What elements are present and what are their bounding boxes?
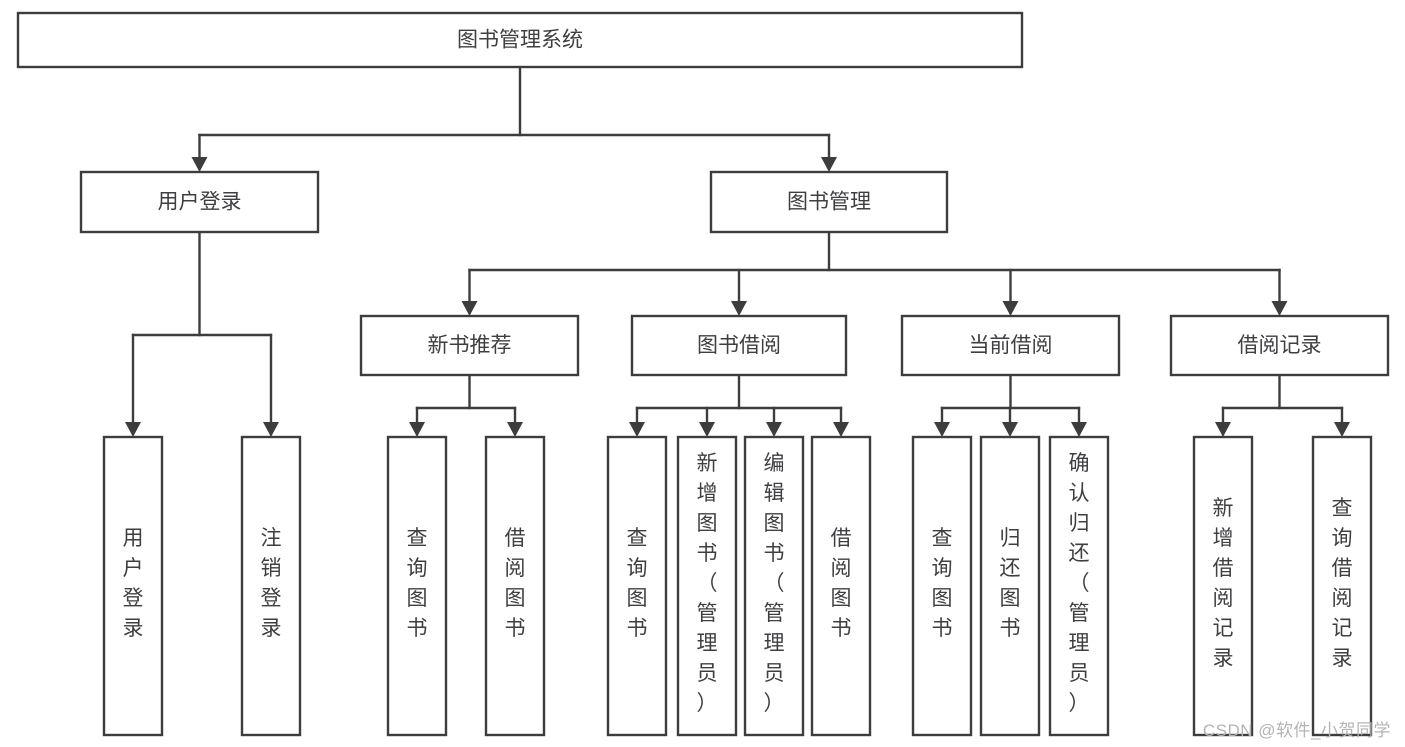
leaf-node-label: 查询图书 xyxy=(627,527,648,640)
leaf-node-label: 新增图书（管理员） xyxy=(697,452,718,715)
leaf-node-box[interactable] xyxy=(743,435,805,737)
leaf-node-box[interactable] xyxy=(810,435,872,737)
leaf-node-box[interactable] xyxy=(1192,435,1254,737)
leaf-node-label: 注销登录 xyxy=(261,527,282,640)
leaf-arrow-4-1-head xyxy=(1334,422,1350,437)
leaf-arrow-2-0-head xyxy=(629,422,645,437)
leaf-node-label: 确认归还（管理员） xyxy=(1069,452,1090,715)
node-layer: 图书管理系统用户登录图书管理新书推荐图书借阅当前借阅借阅记录用户登录注销登录查询… xyxy=(16,11,1390,737)
leaf-node-box[interactable] xyxy=(1311,435,1373,737)
level1-arrow-0-head xyxy=(191,157,208,172)
level2-arrow-0-head xyxy=(461,301,478,316)
leaf-node-6[interactable]: 编辑图书（管理员） xyxy=(743,435,805,737)
level2-node-0[interactable]: 新书推荐 xyxy=(359,314,580,377)
leaf-node-box[interactable] xyxy=(386,435,448,737)
leaf-arrow-1-0-head xyxy=(409,422,425,437)
leaf-arrow-1-1-head xyxy=(507,422,523,437)
leaf-node-box[interactable] xyxy=(102,435,164,737)
leaf-arrow-4-0-head xyxy=(1215,422,1231,437)
leaf-node-label: 用户登录 xyxy=(123,527,144,640)
leaf-node-label: 查询借阅记录 xyxy=(1332,497,1353,670)
level2-node-box[interactable] xyxy=(1169,314,1390,377)
leaf-node-10[interactable]: 确认归还（管理员） xyxy=(1048,435,1110,737)
level2-node-label: 借阅记录 xyxy=(1238,334,1322,357)
root-node-0[interactable]: 图书管理系统 xyxy=(16,11,1024,69)
leaf-arrow-0-1-head xyxy=(263,422,279,437)
level2-node-label: 图书借阅 xyxy=(697,334,781,357)
leaf-node-label: 查询图书 xyxy=(407,527,428,640)
leaf-node-label: 借阅图书 xyxy=(505,527,526,640)
level2-node-2[interactable]: 当前借阅 xyxy=(900,314,1121,377)
leaf-node-label: 借阅图书 xyxy=(831,527,852,640)
leaf-node-4[interactable]: 查询图书 xyxy=(606,435,668,737)
leaf-node-2[interactable]: 查询图书 xyxy=(386,435,448,737)
root-node-label: 图书管理系统 xyxy=(457,29,583,52)
leaf-node-8[interactable]: 查询图书 xyxy=(911,435,973,737)
leaf-node-box[interactable] xyxy=(484,435,546,737)
leaf-node-box[interactable] xyxy=(979,435,1041,737)
leaf-node-9[interactable]: 归还图书 xyxy=(979,435,1041,737)
level1-arrow-1-head xyxy=(821,157,837,172)
leaf-node-7[interactable]: 借阅图书 xyxy=(810,435,872,737)
leaf-node-0[interactable]: 用户登录 xyxy=(102,435,164,737)
leaf-node-label: 编辑图书（管理员） xyxy=(764,452,785,715)
leaf-node-box[interactable] xyxy=(240,435,302,737)
level2-arrow-1-head xyxy=(731,301,747,316)
level2-arrow-2-head xyxy=(1002,301,1019,316)
level1-node-label: 用户登录 xyxy=(158,191,242,214)
leaf-node-box[interactable] xyxy=(676,435,738,737)
leaf-node-11[interactable]: 新增借阅记录 xyxy=(1192,435,1254,737)
leaf-arrow-2-3-head xyxy=(833,422,849,437)
level2-node-box[interactable] xyxy=(630,314,848,377)
leaf-arrow-3-2-head xyxy=(1071,422,1087,437)
level2-node-label: 当前借阅 xyxy=(969,334,1053,357)
leaf-arrow-3-1-head xyxy=(1002,422,1018,437)
leaf-arrow-0-0-head xyxy=(125,422,141,437)
leaf-node-label: 新增借阅记录 xyxy=(1213,497,1234,670)
leaf-node-box[interactable] xyxy=(1048,435,1110,737)
level1-node-0[interactable]: 用户登录 xyxy=(79,170,320,234)
level2-node-1[interactable]: 图书借阅 xyxy=(630,314,848,377)
leaf-node-3[interactable]: 借阅图书 xyxy=(484,435,546,737)
root-node-box[interactable] xyxy=(16,11,1024,69)
level2-node-box[interactable] xyxy=(359,314,580,377)
leaf-node-12[interactable]: 查询借阅记录 xyxy=(1311,435,1373,737)
level1-node-box[interactable] xyxy=(79,170,320,234)
leaf-node-label: 归还图书 xyxy=(1000,527,1021,640)
leaf-arrow-2-2-head xyxy=(766,422,782,437)
level2-node-label: 新书推荐 xyxy=(428,334,512,357)
leaf-arrow-3-0-head xyxy=(934,422,950,437)
level2-node-box[interactable] xyxy=(900,314,1121,377)
connector-layer xyxy=(125,65,1350,437)
leaf-node-box[interactable] xyxy=(606,435,668,737)
level1-node-box[interactable] xyxy=(709,170,949,234)
leaf-node-box[interactable] xyxy=(911,435,973,737)
leaf-node-5[interactable]: 新增图书（管理员） xyxy=(676,435,738,737)
leaf-node-label: 查询图书 xyxy=(932,527,953,640)
level1-node-1[interactable]: 图书管理 xyxy=(709,170,949,234)
level1-node-label: 图书管理 xyxy=(787,191,871,214)
leaf-node-1[interactable]: 注销登录 xyxy=(240,435,302,737)
level2-node-3[interactable]: 借阅记录 xyxy=(1169,314,1390,377)
leaf-arrow-2-1-head xyxy=(699,422,715,437)
level2-arrow-3-head xyxy=(1271,301,1288,316)
